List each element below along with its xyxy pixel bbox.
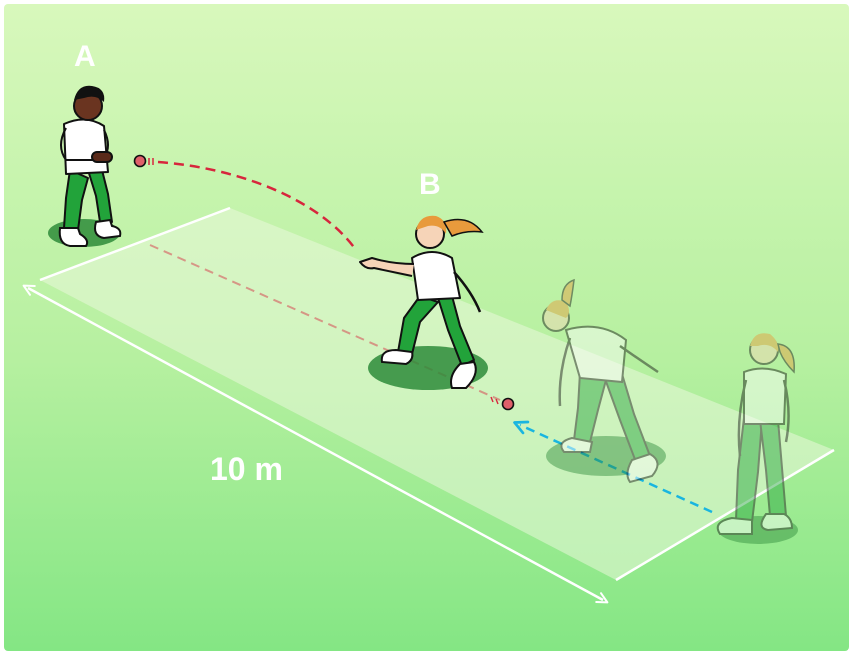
player-a-label: A [74,40,96,73]
player-b-label: B [419,168,441,201]
distance-label: 10 m [210,451,283,487]
